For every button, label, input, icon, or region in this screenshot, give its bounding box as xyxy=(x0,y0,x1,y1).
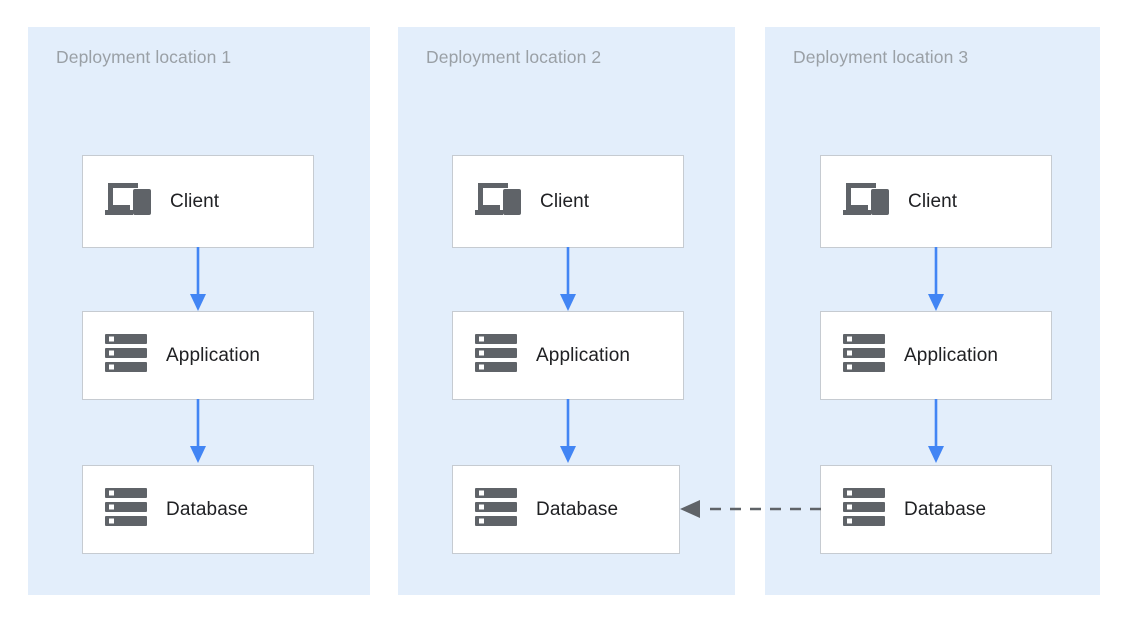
node-client-location-2[interactable]: Client xyxy=(452,155,684,248)
server-icon xyxy=(105,333,147,378)
server-icon xyxy=(475,333,517,378)
node-client-location-1[interactable]: Client xyxy=(82,155,314,248)
devices-icon xyxy=(843,181,889,222)
node-application-location-3[interactable]: Application xyxy=(820,311,1052,400)
server-icon xyxy=(475,487,517,532)
node-application-location-1[interactable]: Application xyxy=(82,311,314,400)
node-label: Client xyxy=(170,190,220,212)
node-application-location-2[interactable]: Application xyxy=(452,311,684,400)
node-label: Client xyxy=(908,190,958,212)
devices-icon xyxy=(475,181,521,222)
node-label: Database xyxy=(166,498,249,520)
node-database-location-2[interactable]: Database xyxy=(452,465,680,554)
server-icon xyxy=(843,333,885,378)
devices-icon xyxy=(105,181,151,222)
panel-title-location-3: Deployment location 3 xyxy=(793,47,969,67)
node-label: Application xyxy=(536,344,631,366)
node-label: Database xyxy=(536,498,619,520)
panel-title-location-2: Deployment location 2 xyxy=(426,47,602,67)
panel-title-location-1: Deployment location 1 xyxy=(56,47,232,67)
node-label: Application xyxy=(166,344,261,366)
node-database-location-3[interactable]: Database xyxy=(820,465,1052,554)
node-label: Database xyxy=(904,498,987,520)
node-database-location-1[interactable]: Database xyxy=(82,465,314,554)
server-icon xyxy=(843,487,885,532)
server-icon xyxy=(105,487,147,532)
node-client-location-3[interactable]: Client xyxy=(820,155,1052,248)
node-label: Application xyxy=(904,344,999,366)
node-label: Client xyxy=(540,190,590,212)
